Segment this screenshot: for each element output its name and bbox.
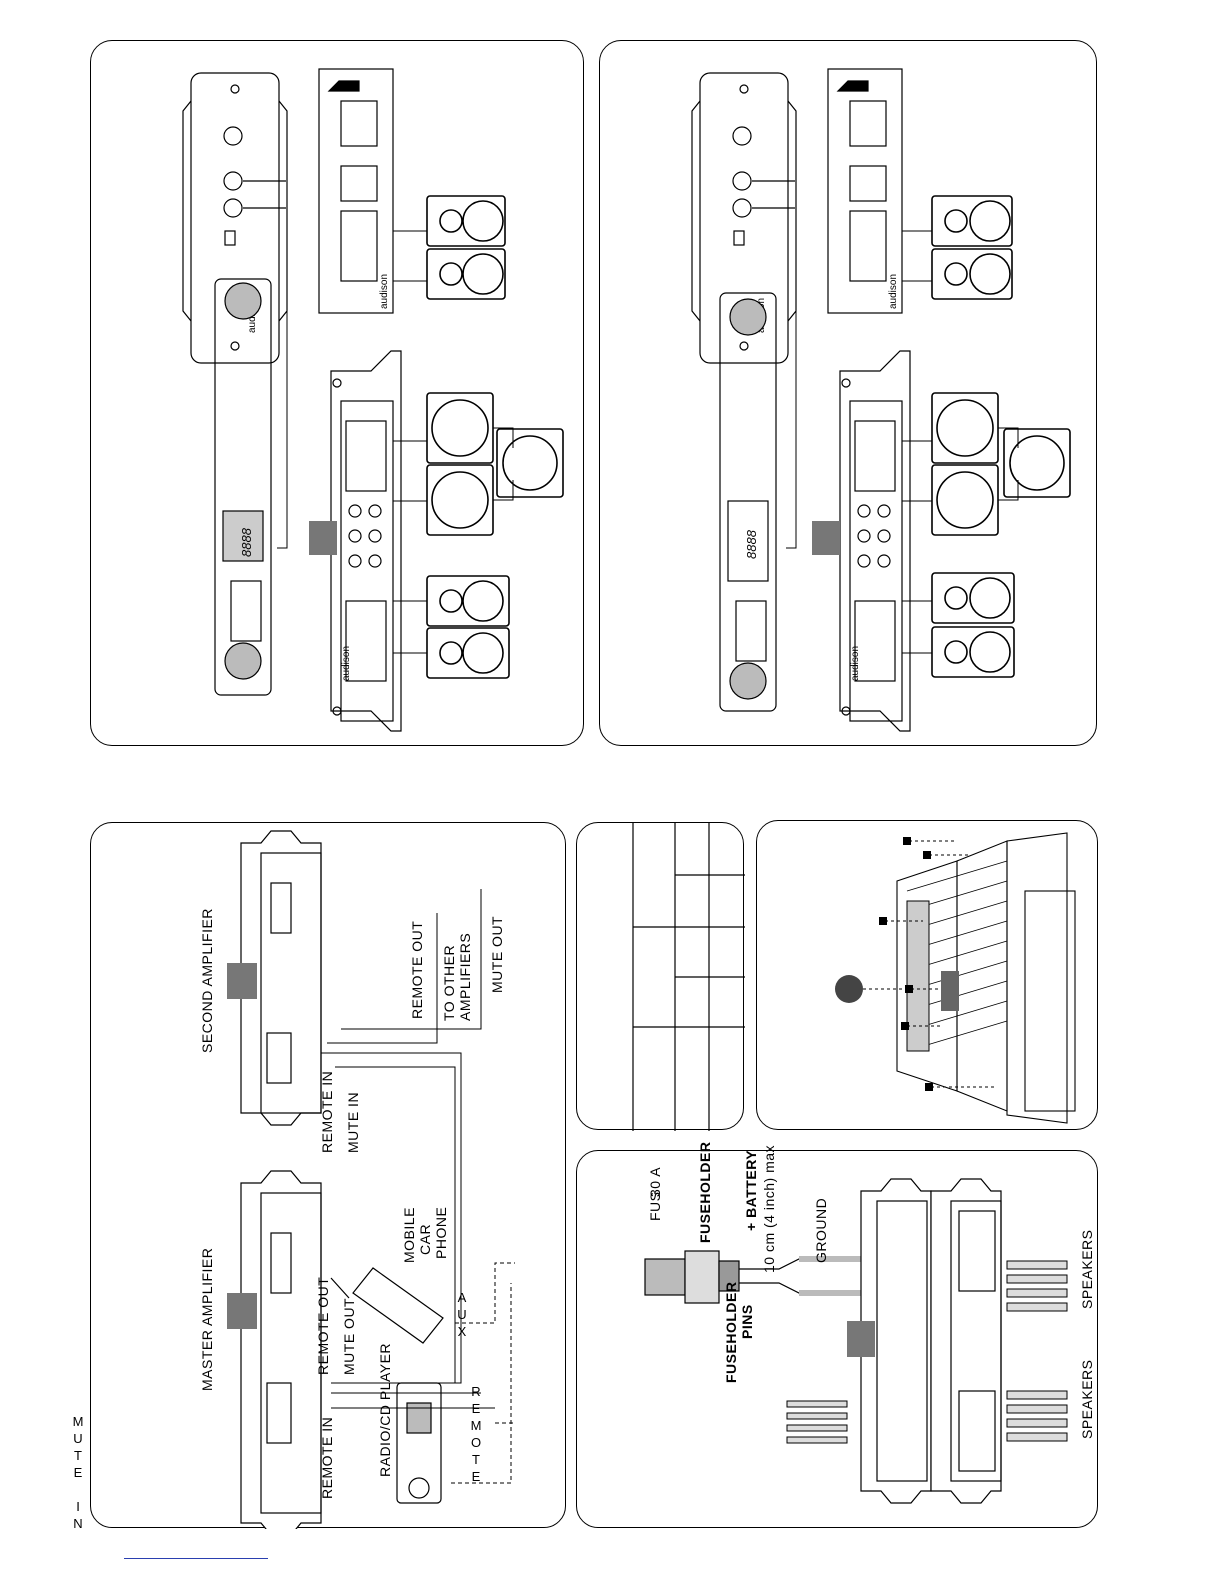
system-diagram-panel-2: audison audison audison (599, 40, 1097, 746)
label-second-amplifier: SECOND AMPLIFIER (199, 908, 215, 1053)
mounting-exploded-view (835, 832, 1076, 1124)
label-ground: GROUND (813, 1197, 829, 1263)
crossover-unit (691, 72, 797, 364)
woofer-speaker-2 (931, 464, 999, 536)
label-cable-length: 10 cm (4 inch) max (761, 1144, 777, 1273)
label-mute-in-2: MUTE IN (345, 1091, 361, 1153)
system-diagram-1: audison audison audi (182, 68, 564, 732)
midrange-speaker-1 (931, 572, 1015, 624)
power-wiring-panel: FUS 30 A FUSEHOLDER FUSEHOLDER PINS + BA… (576, 1142, 1098, 1528)
speaker-amplifier-drawing (930, 1178, 1002, 1504)
label-remote-in-2: REMOTE IN (319, 1070, 335, 1153)
master-amplifier-drawing (240, 1170, 322, 1529)
system-diagram-panel-1: audison audison audi (90, 40, 584, 746)
dashed-wiring (451, 1262, 515, 1484)
amplifier-heatsink (896, 832, 1076, 1124)
passive-crossover-brand: audison (888, 274, 899, 309)
label-radio-cd-player: RADIO/CD PLAYER (377, 1342, 393, 1477)
crossover-unit (182, 72, 288, 364)
subwoofer-speaker (1003, 428, 1071, 498)
radio-cd-player-drawing (396, 1382, 442, 1504)
second-amplifier-drawing (240, 830, 322, 1126)
mobile-phone-drawing (330, 1267, 444, 1344)
mounting-bracket (906, 900, 930, 1052)
amp-cable-block (309, 521, 337, 555)
screws (879, 837, 933, 1091)
wiring (277, 181, 514, 654)
main-amplifier (330, 350, 402, 732)
head-unit-display: 8888 (744, 529, 759, 559)
mounting-panel (756, 820, 1098, 1130)
second-amp-cable-block (227, 963, 257, 999)
woofer-speaker-2 (426, 464, 494, 536)
label-mobile-car-phone-2: CAR (417, 1223, 433, 1255)
label-remote-out-1: REMOTE OUT (315, 1276, 331, 1375)
master-amp-cable-block (227, 1293, 257, 1329)
label-fuseholder-pins-2: PINS (739, 1304, 755, 1339)
amp-cable-block (812, 521, 840, 555)
tweeter-speaker-2 (426, 248, 506, 300)
label-fuseholder-pins-1: FUSEHOLDER (723, 1281, 739, 1383)
passive-crossover-brand: audison (379, 274, 390, 309)
tweeter-speaker-1 (931, 195, 1013, 247)
label-battery: + BATTERY (743, 1149, 759, 1231)
label-mobile-car-phone-3: PHONE (433, 1206, 449, 1259)
head-unit-display: 8888 (239, 527, 254, 557)
midrange-speaker-2 (931, 626, 1015, 678)
label-speakers-2: SPEAKERS (1079, 1359, 1095, 1439)
system-diagram-2: audison audison audison (691, 68, 1071, 732)
label-mute-out-2: MUTE OUT (489, 915, 505, 993)
label-remote-in-1: REMOTE IN (319, 1416, 335, 1499)
tweeter-speaker-2 (931, 248, 1013, 300)
subwoofer-speaker (496, 428, 564, 498)
spec-table-grid (632, 823, 745, 1131)
input-rca-connectors (786, 1400, 848, 1444)
label-fuse-rating: 30 A (647, 1166, 663, 1197)
midrange-speaker-2 (426, 627, 510, 679)
label-mute-out-1: MUTE OUT (341, 1297, 357, 1375)
woofer-speaker-1 (931, 392, 999, 464)
signal-wiring (321, 889, 495, 1409)
label-to-other-amplifiers-2: AMPLIFIERS (457, 932, 473, 1021)
remote-mute-diagram (227, 830, 515, 1529)
power-wiring-diagram (644, 1178, 1068, 1504)
underline-link (124, 1558, 268, 1559)
passive-crossover (318, 68, 394, 314)
label-mobile-car-phone-1: MOBILE (401, 1207, 417, 1263)
fuseholder-drawing (644, 1250, 740, 1304)
label-remote-out-2: REMOTE OUT (409, 920, 425, 1019)
label-to-other-amplifiers-1: TO OTHER (441, 944, 457, 1021)
wiring (786, 181, 1019, 654)
remote-mute-panel: MASTER AMPLIFIER SECOND AMPLIFIER REMOTE… (73, 822, 566, 1531)
label-speakers-1: SPEAKERS (1079, 1229, 1095, 1309)
midrange-speaker-1 (426, 575, 510, 627)
end-cap-block (941, 971, 959, 1011)
head-unit (214, 278, 272, 696)
power-amp-cable-block (847, 1321, 875, 1357)
tweeter-speaker-1 (426, 195, 506, 247)
spec-table-panel (576, 822, 745, 1131)
head-unit (719, 292, 777, 712)
screw-guides (863, 840, 997, 1088)
amp-brand: audison (341, 646, 352, 681)
amp-brand: audison (850, 646, 861, 681)
speaker-connectors (1006, 1260, 1068, 1442)
allen-key-ball (835, 975, 863, 1003)
label-master-amplifier: MASTER AMPLIFIER (199, 1247, 215, 1391)
label-fuseholder: FUSEHOLDER (697, 1141, 713, 1243)
woofer-speaker-1 (426, 392, 494, 464)
main-amplifier (839, 350, 911, 732)
passive-crossover (827, 68, 903, 314)
